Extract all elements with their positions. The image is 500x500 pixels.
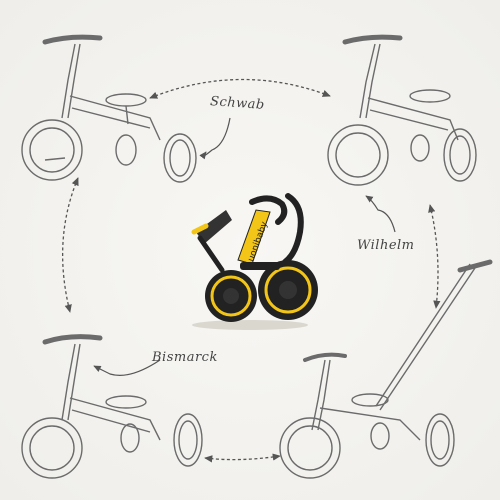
folded-trike-product: uonibaby — [191, 193, 318, 330]
pointer-schwab — [199, 117, 231, 160]
arrow-top — [149, 78, 331, 99]
sketch-trike-bottom-right — [279, 259, 493, 479]
sketch-trike-top-right — [327, 34, 477, 186]
sketch-trike-bottom-left — [21, 334, 203, 479]
label-bismarck: Bismarck — [152, 350, 218, 365]
label-wilhelm: Wilhelm — [357, 238, 415, 253]
arrow-left — [61, 177, 79, 313]
label-pointers — [93, 117, 396, 376]
cycle-arrows — [61, 78, 441, 463]
arrow-bottom — [204, 453, 281, 463]
sketch-trike-top-left — [21, 34, 197, 183]
pointer-wilhelm — [365, 195, 396, 233]
arrow-right — [428, 204, 441, 309]
pointer-bismarck — [93, 359, 161, 376]
